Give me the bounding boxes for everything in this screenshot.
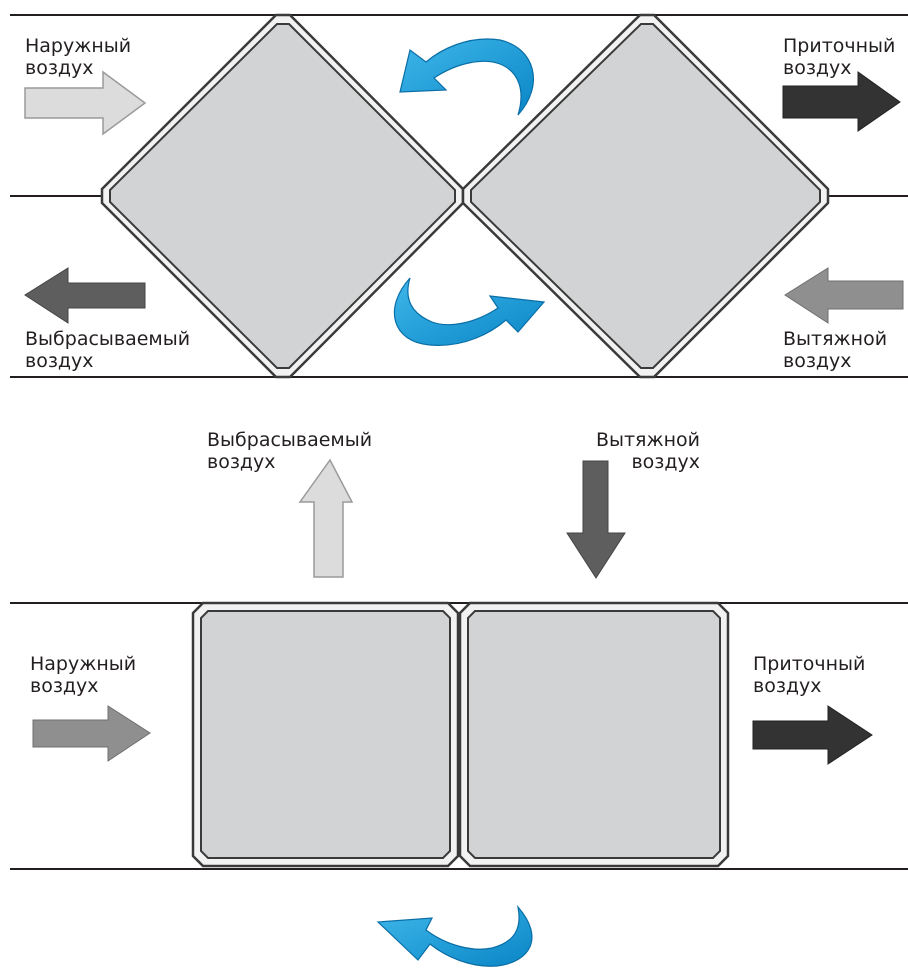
top-outdoor-air-label: Наружный воздух bbox=[25, 35, 131, 79]
left-diamond-plate bbox=[100, 13, 465, 379]
extract-air-arrow-top-icon bbox=[784, 267, 904, 324]
bottom-supply-air-line2: воздух bbox=[753, 675, 822, 697]
bottom-outdoor-air-line2: воздух bbox=[30, 675, 99, 697]
exhaust-air-arrow-top-icon bbox=[24, 267, 146, 324]
top-extract-air-line1: Вытяжной bbox=[783, 328, 888, 350]
extract-air-arrow-bottom-icon bbox=[566, 460, 626, 579]
bottom-scheme bbox=[10, 458, 908, 967]
top-scheme bbox=[10, 13, 908, 379]
bottom-outdoor-air-line1: Наружный bbox=[30, 653, 137, 675]
bottom-exhaust-air-line1: Выбрасываемый bbox=[207, 429, 373, 451]
exhaust-air-arrow-bottom-icon bbox=[298, 458, 354, 578]
bottom-supply-air-line1: Приточный bbox=[753, 653, 866, 675]
top-extract-air-line2: воздух bbox=[783, 350, 852, 372]
rotation-arrow-middle-icon bbox=[393, 277, 546, 346]
bottom-extract-air-line2: воздух bbox=[631, 451, 700, 473]
bottom-extract-air-line1: Вытяжной bbox=[595, 429, 700, 451]
bottom-supply-air-label: Приточный воздух bbox=[753, 653, 865, 697]
top-outdoor-air-line2: воздух bbox=[25, 57, 94, 79]
top-exhaust-air-line1: Выбрасываемый bbox=[25, 328, 191, 350]
top-outdoor-air-line1: Наружный bbox=[25, 35, 132, 57]
rotation-arrow-bottom-icon bbox=[376, 904, 533, 967]
bottom-exhaust-air-label: Выбрасываемый воздух bbox=[207, 429, 372, 473]
supply-air-arrow-top-icon bbox=[782, 71, 901, 132]
right-diamond-plate bbox=[461, 13, 830, 379]
top-supply-air-label: Приточный воздух bbox=[783, 35, 895, 79]
top-exhaust-air-label: Выбрасываемый воздух bbox=[25, 328, 190, 372]
bottom-exhaust-air-line2: воздух bbox=[207, 451, 276, 473]
outdoor-air-arrow-top-icon bbox=[24, 70, 147, 136]
right-square-plate bbox=[458, 601, 730, 868]
top-supply-air-line2: воздух bbox=[783, 57, 852, 79]
rotation-arrow-top-icon bbox=[399, 38, 534, 116]
top-extract-air-label: Вытяжной воздух bbox=[783, 328, 887, 372]
bottom-duct-lines bbox=[10, 602, 908, 870]
bottom-outdoor-air-label: Наружный воздух bbox=[30, 653, 136, 697]
bottom-extract-air-label: Вытяжной воздух bbox=[560, 429, 700, 473]
left-square-plate bbox=[191, 601, 460, 868]
supply-air-arrow-bottom-icon bbox=[752, 705, 873, 765]
top-exhaust-air-line2: воздух bbox=[25, 350, 94, 372]
outdoor-air-arrow-bottom-icon bbox=[32, 705, 151, 762]
top-supply-air-line1: Приточный bbox=[783, 35, 896, 57]
